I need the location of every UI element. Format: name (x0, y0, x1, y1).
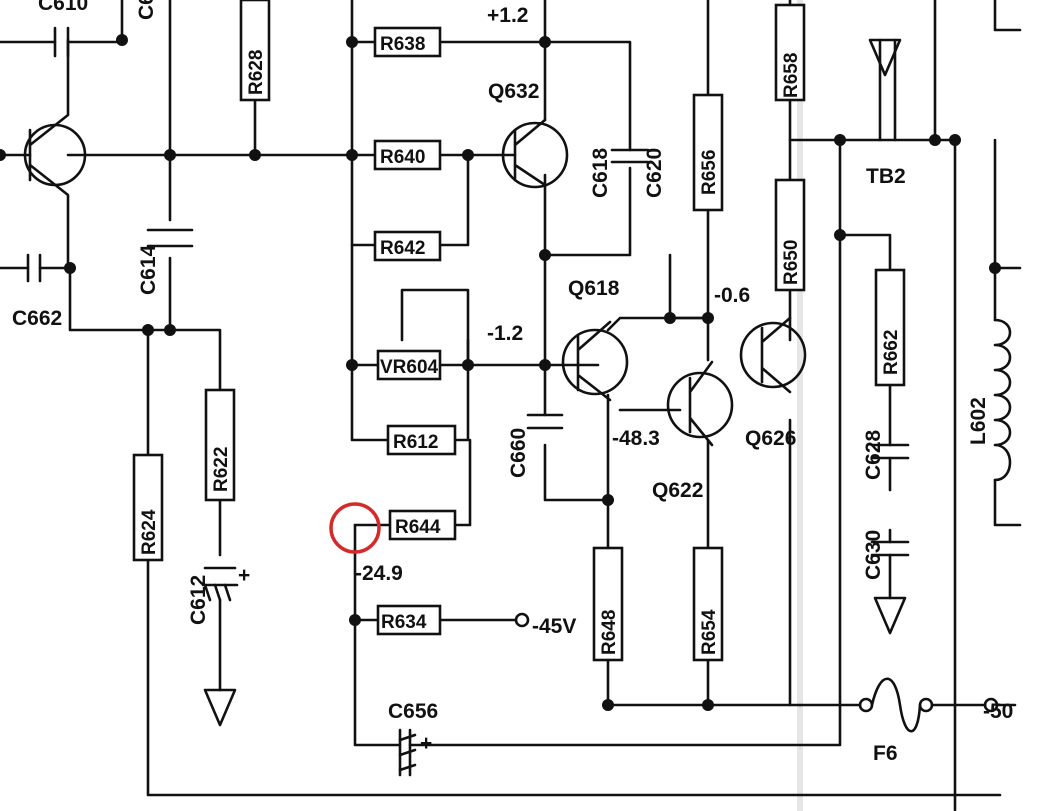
label-r634: R634 (381, 612, 427, 633)
label-c662: C662 (12, 307, 62, 330)
label-vr604: VR604 (380, 357, 439, 378)
label-c614: C614 (137, 244, 160, 295)
resistor-r654: R654 (692, 546, 724, 662)
resistor-r662: R662 (874, 268, 906, 387)
label-r612: R612 (393, 432, 438, 453)
label-c618: C618 (589, 147, 612, 198)
label-minus-48-3: -48.3 (612, 427, 660, 450)
potentiometer-vr604: VR604 (376, 349, 442, 381)
resistor-r622: R622 (204, 388, 236, 502)
label-plus-1-2: +1.2 (487, 4, 528, 27)
junction-dots (0, 34, 1001, 711)
transistor-q622 (666, 360, 734, 447)
label-minus-1-2: -1.2 (487, 322, 523, 345)
resistor-r624: R624 (132, 453, 164, 562)
label-q632: Q632 (488, 80, 539, 103)
resistor-r634: R634 (376, 604, 442, 636)
label-r656: R656 (699, 150, 720, 195)
transistor-q618 (561, 320, 629, 402)
transistor-q626 (739, 316, 807, 394)
label-minus-0-6: -0.6 (714, 284, 750, 307)
resistor-r640: R640 (373, 139, 442, 171)
label-c656: C656 (388, 700, 438, 723)
resistor-r658: R658 (774, 3, 806, 102)
label-r648: R648 (599, 610, 620, 655)
inductor-l602 (993, 318, 1012, 482)
label-minus-45v: -45V (532, 615, 576, 638)
label-c6: C6 (135, 0, 158, 20)
label-plus-c612: + (238, 564, 250, 587)
label-r650: R650 (781, 240, 802, 285)
tb2-diode-symbol (868, 38, 902, 77)
highlight-circle (329, 502, 381, 554)
label-plus-c656: + (420, 732, 432, 755)
label-r628: R628 (246, 50, 267, 95)
label-r654: R654 (699, 609, 720, 655)
resistor-r648: R648 (592, 546, 624, 662)
transistor-left (23, 123, 87, 187)
label-l602: L602 (967, 397, 990, 445)
label-q622: Q622 (652, 479, 703, 502)
label-r640: R640 (380, 147, 425, 168)
resistor-r644: R644 (388, 509, 457, 541)
label-r644: R644 (395, 517, 441, 538)
label-c660: C660 (507, 428, 530, 478)
resistor-r612: R612 (386, 424, 457, 456)
label-minus-50: -50 (983, 700, 1013, 723)
label-r624: R624 (139, 509, 160, 555)
label-f6: F6 (873, 742, 898, 765)
label-r662: R662 (881, 330, 902, 375)
label-c610: C610 (38, 0, 88, 15)
transistor-q632 (501, 118, 569, 189)
label-c628: C628 (862, 429, 885, 480)
label-r638: R638 (380, 34, 425, 55)
label-minus-24-9: -24.9 (355, 562, 403, 585)
label-r658: R658 (781, 53, 802, 98)
label-q626: Q626 (745, 427, 796, 450)
label-c620: C620 (643, 148, 666, 198)
resistor-r656: R656 (692, 93, 724, 212)
label-c612: C612 (187, 575, 210, 625)
label-tb2: TB2 (866, 165, 906, 188)
resistor-r650: R650 (774, 178, 806, 292)
text-labels: C610 C6 +1.2 Q632 C618 C620 TB2 C614 C66… (12, 0, 1013, 765)
resistor-r638: R638 (373, 26, 442, 58)
ground-symbols (203, 596, 907, 727)
resistor-r642: R642 (373, 230, 442, 262)
label-c630: C630 (862, 530, 885, 580)
label-q618: Q618 (568, 277, 620, 300)
label-r642: R642 (380, 238, 425, 259)
resistor-r628: R628 (239, 0, 271, 102)
label-r622: R622 (211, 447, 232, 492)
